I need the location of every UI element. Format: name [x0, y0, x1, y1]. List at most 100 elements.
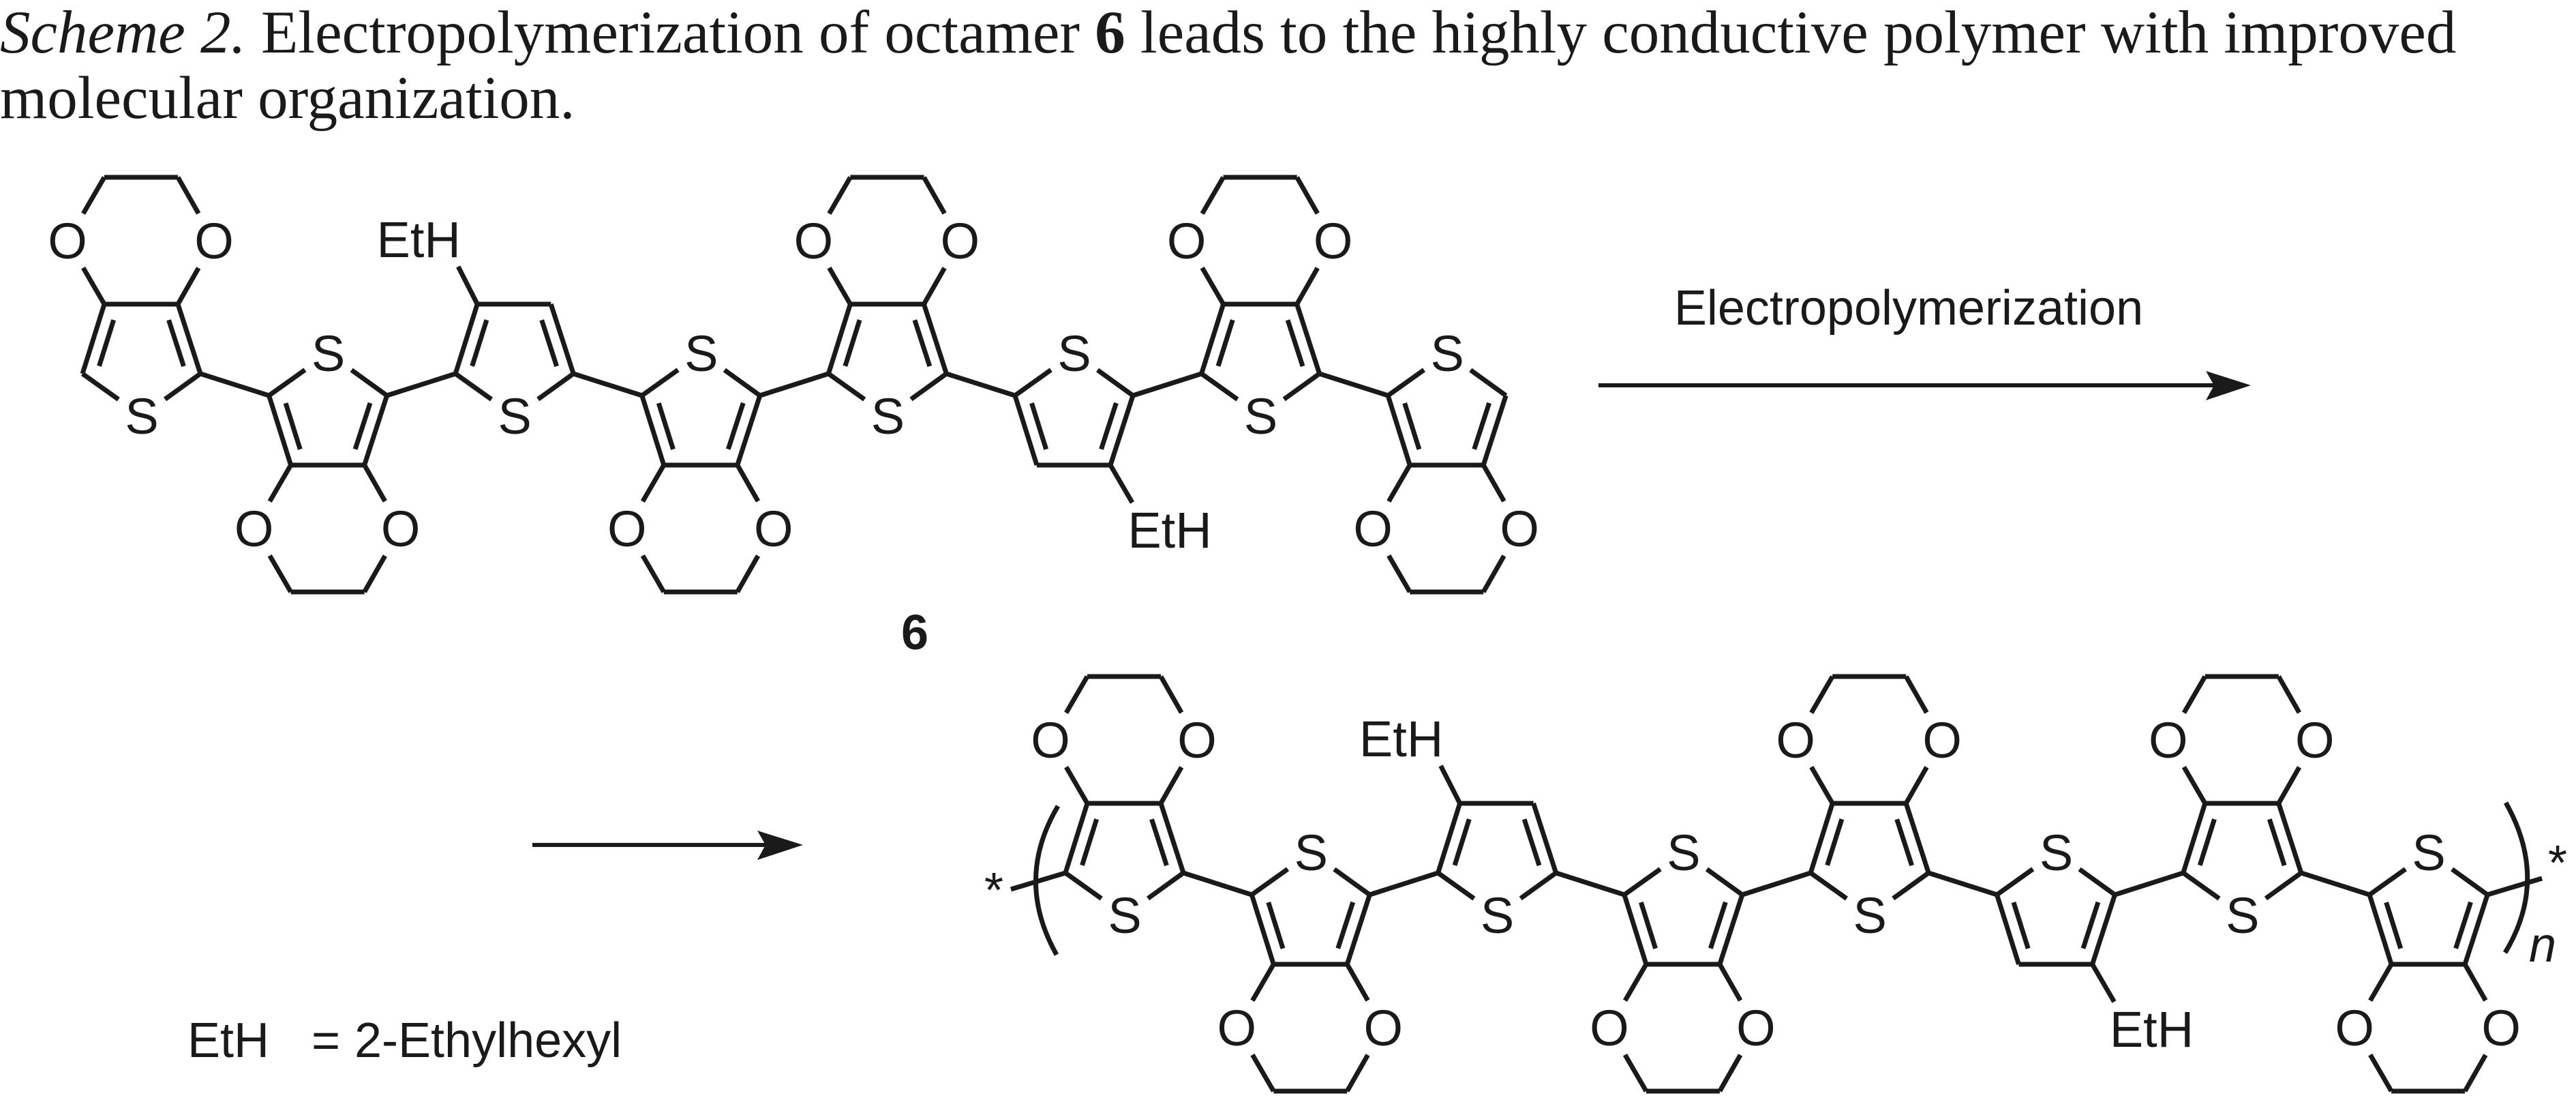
inter-ring-bond — [1555, 870, 1625, 897]
c2-s-bond — [827, 372, 866, 402]
oxygen-atom: O — [1736, 1000, 1776, 1056]
c3-o-bond — [1387, 464, 1412, 503]
c4-c5-inner-bond — [1472, 402, 1491, 450]
c4-c5-bond — [1158, 802, 1186, 874]
legend-definition: 2-Ethylhexyl — [354, 1013, 622, 1068]
c2-c3-bond — [1808, 802, 1835, 874]
end-bond-right — [2487, 876, 2543, 897]
substituent-bond — [456, 265, 480, 306]
c2-c3-inner-bond — [1452, 818, 1472, 866]
eth-legend: EtH = 2-Ethylhexyl — [187, 1013, 622, 1068]
sulfur-atom: S — [871, 388, 905, 445]
c4-c5-bond — [1294, 303, 1322, 375]
c2-s-bond — [80, 372, 120, 402]
legend-abbr: EtH — [187, 1013, 269, 1068]
o-ch2-bond — [1345, 1054, 1370, 1092]
c5-s-bond — [2264, 871, 2303, 901]
c2-s-bond — [1809, 871, 1849, 901]
c4-o-bond — [1158, 766, 1184, 805]
inter-ring-bond — [1369, 870, 1439, 897]
oxygen-atom: O — [2481, 1000, 2521, 1056]
c2-s-bond — [2368, 867, 2407, 897]
inter-ring-bond — [2300, 870, 2371, 897]
c4-c5-inner-bond — [1149, 818, 1169, 867]
c2-c3-inner-bond — [1639, 902, 1658, 949]
oxygen-atom: O — [1353, 501, 1393, 557]
o-ch2-bond — [2463, 1054, 2488, 1092]
inter-ring-bond — [1182, 870, 1253, 897]
c4-c5-inner-bond — [2267, 818, 2287, 867]
c4-o-bond — [362, 464, 387, 503]
c2-c3-inner-bond — [97, 319, 117, 367]
eth-substituent-label: EtH — [2110, 1001, 2194, 1058]
c4-c5-bond — [1108, 394, 1136, 466]
sulfur-atom: S — [1431, 325, 1464, 382]
c2-s-bond — [1622, 867, 1662, 897]
c3-o-bond — [827, 267, 853, 306]
eth-substituent-label: EtH — [1359, 711, 1443, 767]
o-ch2-bond — [735, 554, 761, 593]
c2-s-bond — [267, 368, 307, 398]
c2-c3-bond — [1012, 394, 1040, 466]
c4-o-bond — [922, 267, 947, 306]
c3-o-bond — [1200, 267, 1226, 306]
end-group-left: * — [984, 863, 1003, 918]
c4-c5-inner-bond — [1285, 319, 1305, 368]
substituent-bond — [1108, 464, 1135, 504]
oxygen-atom: O — [1364, 1000, 1404, 1056]
c4-o-bond — [1345, 963, 1370, 1002]
o-ch2-bond — [267, 554, 293, 593]
c3-o-bond — [1064, 766, 1090, 805]
sulfur-atom: S — [498, 388, 532, 445]
c5-s-bond — [1519, 871, 1558, 901]
sulfur-atom: S — [2412, 824, 2445, 881]
c4-c5-inner-bond — [1521, 818, 1542, 867]
caption-compound-ref: 6 — [1095, 0, 1125, 66]
c4-c5-inner-bond — [1335, 901, 1356, 949]
o-ch2-bond — [1250, 1054, 1276, 1092]
c2-s-bond — [1250, 867, 1290, 897]
o-ch2-bond — [2181, 675, 2207, 714]
c3-o-bond — [267, 464, 293, 503]
reaction-arrow-2 — [532, 831, 803, 860]
c2-c3-inner-bond — [1215, 319, 1235, 367]
c4-c5-inner-bond — [166, 319, 186, 368]
c2-s-bond — [1387, 368, 1426, 398]
oxygen-atom: O — [1922, 712, 1962, 769]
caption-label: Scheme 2. — [0, 0, 246, 66]
o-ch2-bond — [1387, 554, 1412, 593]
c3-o-bond — [2368, 963, 2394, 1002]
o-ch2-bond — [81, 176, 107, 215]
c2-c3-bond — [1436, 802, 1462, 874]
oxygen-atom: O — [1177, 712, 1217, 769]
oxygen-atom: O — [1217, 1000, 1257, 1056]
o-ch2-bond — [2368, 1054, 2394, 1092]
c2-c3-bond — [1249, 893, 1276, 966]
oxygen-atom: O — [1167, 213, 1207, 269]
c2-c3-inner-bond — [2384, 902, 2404, 949]
o-ch2-bond — [1200, 176, 1226, 215]
eth-substituent-label: EtH — [1127, 502, 1211, 559]
c4-c5-bond — [1717, 893, 1745, 966]
inter-ring-bond — [759, 371, 830, 398]
c5-s-bond — [1333, 867, 1372, 897]
c2-c3-bond — [1385, 394, 1412, 466]
o-ch2-bond — [1064, 675, 1090, 714]
c4-c5-inner-bond — [912, 319, 933, 368]
scheme-caption: Scheme 2. Electropolymerization of octam… — [0, 0, 2576, 131]
c2-c3-bond — [453, 303, 480, 375]
inter-ring-bond — [1132, 371, 1202, 398]
c3-o-bond — [1622, 963, 1648, 1002]
o-ch2-bond — [1622, 1054, 1648, 1092]
legend-equals: = — [312, 1013, 340, 1068]
